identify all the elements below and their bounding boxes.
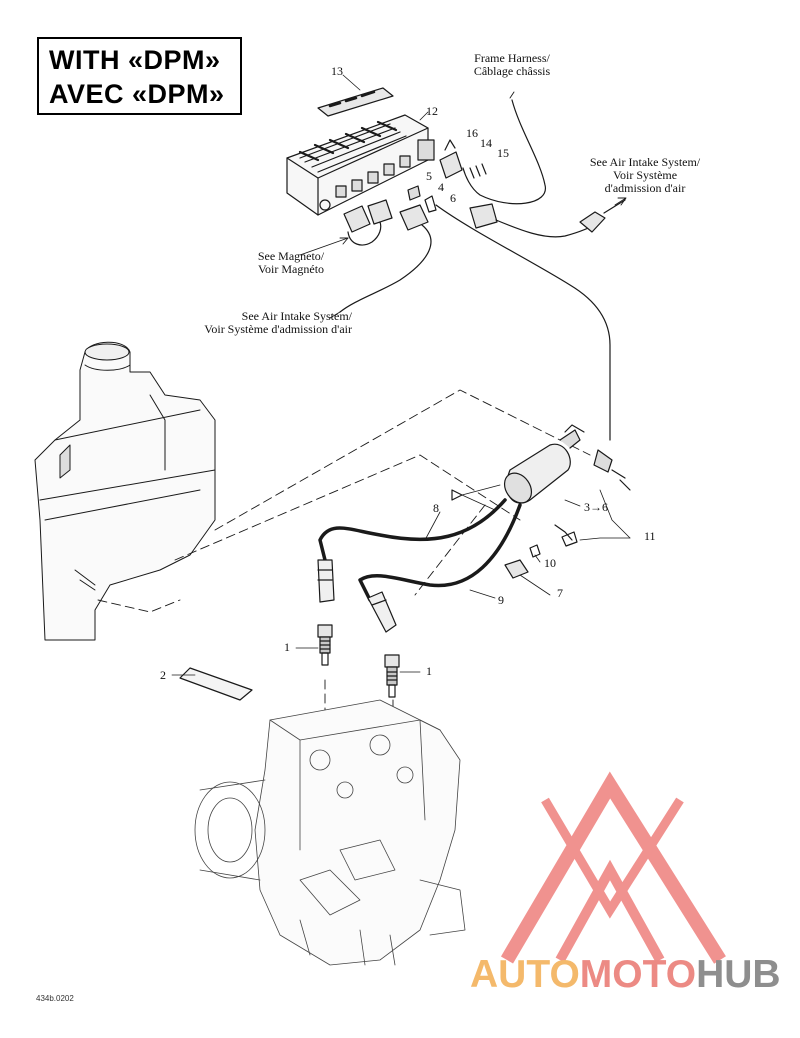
callout-1-left: 1 bbox=[284, 640, 290, 654]
part-2 bbox=[179, 667, 253, 701]
air-intake-left-line-2: Voir Système d'admission d'air bbox=[204, 322, 352, 336]
frame-harness-label-en: Frame Harness/ bbox=[474, 51, 550, 65]
title-line-1: WITH «DPM» bbox=[49, 45, 221, 75]
ignition-coil bbox=[503, 424, 631, 541]
air-intake-left-line-1: See Air Intake System/ bbox=[241, 309, 352, 323]
title-box: WITH «DPM» AVEC «DPM» bbox=[37, 37, 242, 115]
oil-tank bbox=[34, 341, 216, 641]
callout-16: 16 bbox=[466, 126, 478, 140]
spark-plug-left bbox=[317, 624, 333, 666]
spark-plug-right bbox=[384, 654, 400, 698]
callout-4: 4 bbox=[438, 180, 444, 194]
air-intake-label-left: See Air Intake System/ Voir Système d'ad… bbox=[130, 310, 352, 336]
callout-7: 7 bbox=[557, 586, 563, 600]
magneto-label: See Magneto/ Voir Magnéto bbox=[236, 250, 346, 276]
module-connectors bbox=[343, 139, 498, 233]
part-7 bbox=[504, 559, 529, 579]
frame-harness-wire bbox=[462, 99, 546, 205]
callout-1-right: 1 bbox=[426, 664, 432, 678]
frame-harness-label: Frame Harness/ Câblage châssis bbox=[452, 52, 572, 78]
air-intake-right-line-3: d'admission d'air bbox=[604, 181, 686, 195]
ht-lead-8 bbox=[318, 498, 507, 562]
callout-6: 6 bbox=[450, 191, 456, 205]
callout-9: 9 bbox=[498, 593, 504, 607]
dpm-module-part-12 bbox=[286, 111, 435, 216]
engine-block bbox=[194, 699, 466, 966]
callout-14: 14 bbox=[480, 136, 492, 150]
callout-13: 13 bbox=[331, 64, 343, 78]
magneto-wire bbox=[347, 221, 382, 246]
title-line-2: AVEC «DPM» bbox=[49, 79, 225, 109]
part-10 bbox=[529, 544, 541, 558]
callout-3-to-6: 3→6 bbox=[584, 500, 608, 514]
magneto-label-fr: Voir Magnéto bbox=[257, 262, 325, 276]
screw-part-11 bbox=[561, 531, 578, 547]
callout-8: 8 bbox=[433, 501, 439, 515]
ht-lead-9 bbox=[358, 503, 522, 602]
coil-harness-wire bbox=[435, 204, 611, 441]
air-intake-wire-left bbox=[339, 224, 432, 313]
routing-guides bbox=[97, 389, 591, 726]
callout-12: 12 bbox=[426, 104, 438, 118]
decal-part-13 bbox=[317, 74, 394, 117]
watermark-part-3: HUB bbox=[696, 953, 781, 996]
drawing-code: 434b.0202 bbox=[36, 994, 74, 1003]
callout-5: 5 bbox=[426, 169, 432, 183]
watermark-logo bbox=[500, 771, 726, 964]
watermark-part-2: MOTO bbox=[579, 953, 697, 996]
callout-2: 2 bbox=[160, 668, 166, 682]
callout-10: 10 bbox=[544, 556, 556, 570]
air-intake-right-line-2: Voir Système bbox=[612, 168, 678, 182]
frame-harness-label-fr: Câblage châssis bbox=[473, 64, 551, 78]
air-intake-right-line-1: See Air Intake System/ bbox=[589, 155, 701, 169]
air-intake-label-right: See Air Intake System/ Voir Système d'ad… bbox=[570, 156, 720, 195]
spark-plug-cap-right bbox=[367, 591, 397, 633]
reference-arrows bbox=[299, 91, 627, 319]
magneto-label-en: See Magneto/ bbox=[257, 249, 325, 263]
callout-15: 15 bbox=[497, 146, 509, 160]
callout-11: 11 bbox=[644, 529, 656, 543]
watermark-text: AUTOMOTOHUB bbox=[470, 952, 781, 998]
watermark-part-1: AUTO bbox=[470, 953, 580, 996]
spark-plug-cap-left bbox=[317, 559, 335, 603]
callout-leaders bbox=[171, 484, 631, 676]
